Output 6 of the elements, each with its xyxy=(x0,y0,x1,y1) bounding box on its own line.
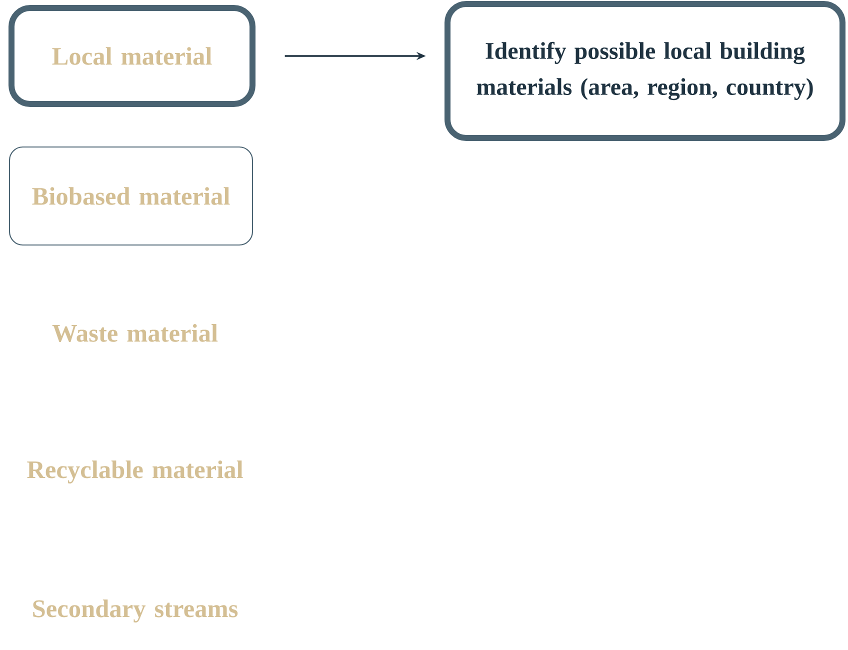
text-box: Identify possible local building materials (area, region, country) xyxy=(444,1,846,141)
text-box: Local material xyxy=(8,5,256,107)
category-label: Recyclable material xyxy=(27,460,243,484)
category-label: Waste material xyxy=(52,324,218,342)
text-box: Biobased material xyxy=(8,146,254,246)
category-label: Secondary streams xyxy=(33,600,238,623)
